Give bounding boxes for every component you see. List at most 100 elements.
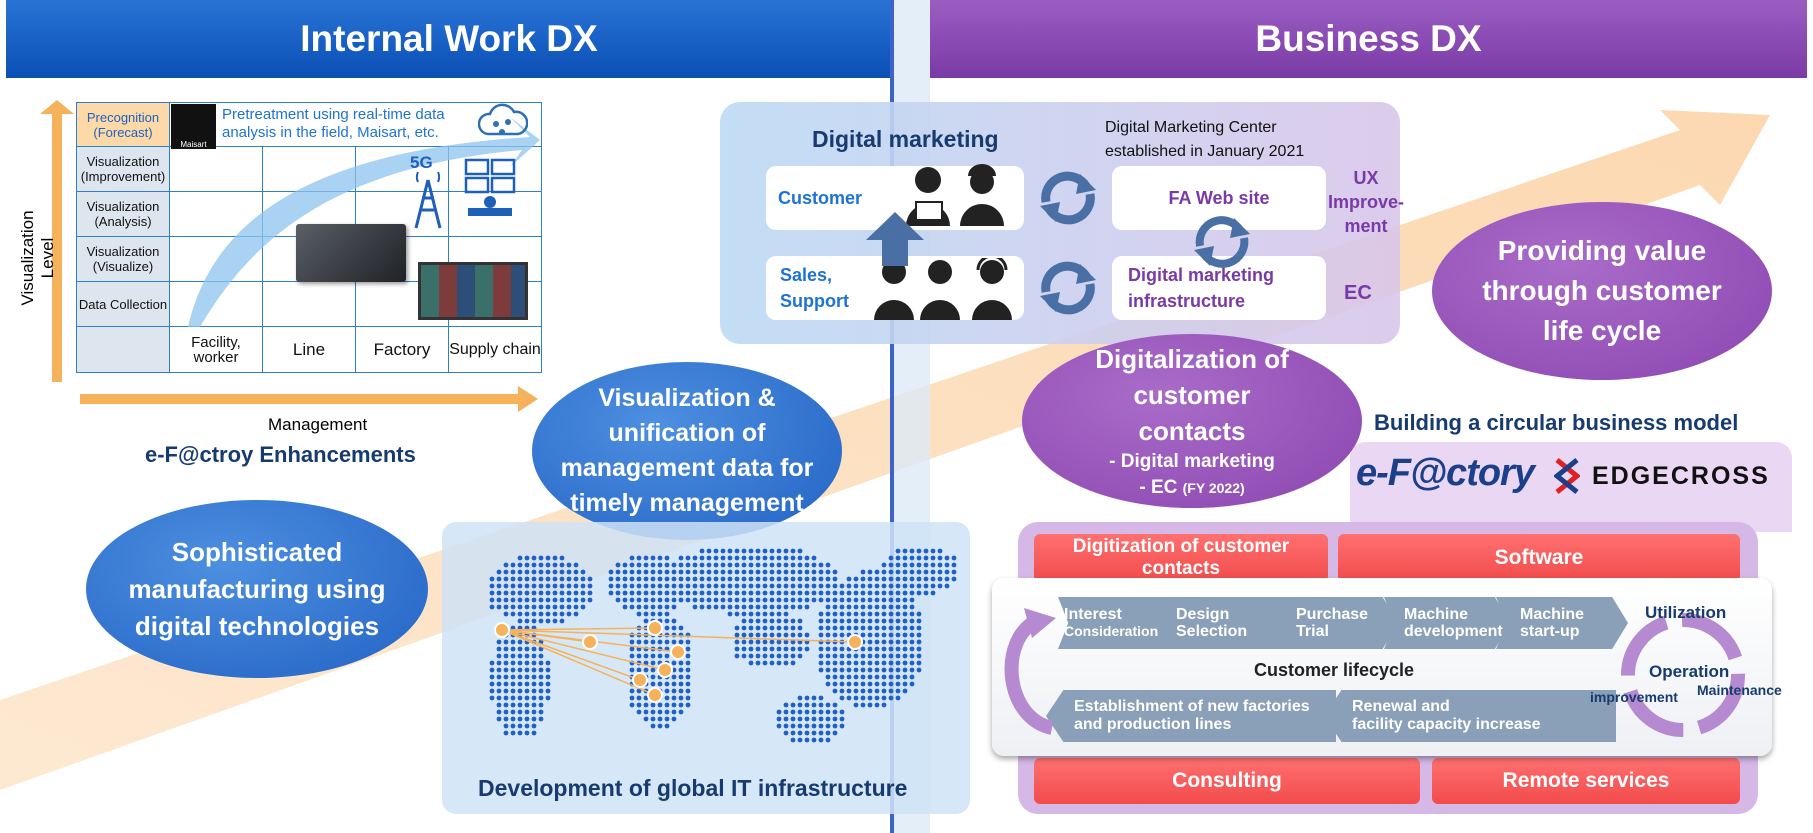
col-supply-chain: Supply chain: [448, 326, 542, 373]
map-dot: [643, 702, 649, 708]
map-dot: [643, 611, 649, 617]
map-dot: [706, 548, 712, 554]
map-dot: [783, 590, 789, 596]
map-dot: [902, 555, 908, 561]
map-dot: [496, 653, 502, 659]
map-dot: [769, 625, 775, 631]
map-dot: [909, 625, 915, 631]
map-dot: [664, 611, 670, 617]
row-visualization-visualize: Visualization (Visualize): [76, 236, 170, 282]
map-dot: [804, 702, 810, 708]
map-dot: [790, 702, 796, 708]
header-title-left: Internal Work DX: [300, 18, 598, 59]
map-dot: [671, 590, 677, 596]
map-dot: [657, 604, 663, 610]
map-dot: [804, 709, 810, 715]
map-dot: [790, 625, 796, 631]
network-link: [501, 627, 656, 631]
map-dot: [573, 562, 579, 568]
map-dot: [755, 562, 761, 568]
map-dot: [895, 688, 901, 694]
map-dot: [853, 695, 859, 701]
map-dot: [706, 569, 712, 575]
map-dot: [538, 653, 544, 659]
map-dot: [713, 597, 719, 603]
map-dot: [503, 653, 509, 659]
map-dot: [888, 604, 894, 610]
map-dot: [867, 625, 873, 631]
map-dot: [902, 660, 908, 666]
cloud-network-icon: [477, 102, 529, 142]
map-dot: [531, 618, 537, 624]
map-dot: [678, 583, 684, 589]
map-dot: [650, 590, 656, 596]
map-dot: [517, 681, 523, 687]
map-dot: [713, 555, 719, 561]
map-dot: [713, 569, 719, 575]
map-dot: [664, 681, 670, 687]
customer-people-icon: [906, 164, 1004, 226]
map-dot: [636, 653, 642, 659]
map-dot: [510, 590, 516, 596]
lifecycle-return-arrow-icon: [1004, 608, 1056, 735]
map-dot: [888, 632, 894, 638]
map-dot: [671, 695, 677, 701]
map-dot: [923, 583, 929, 589]
map-dot: [874, 674, 880, 680]
map-dot: [874, 688, 880, 694]
map-dot: [811, 583, 817, 589]
edgecross-logo: EDGECROSS: [1592, 462, 1770, 490]
map-dot: [790, 716, 796, 722]
map-dot: [895, 583, 901, 589]
map-dot: [664, 562, 670, 568]
map-dot: [944, 576, 950, 582]
map-dot: [496, 695, 502, 701]
map-dot: [615, 590, 621, 596]
map-dot: [489, 590, 495, 596]
map-dot: [832, 688, 838, 694]
map-dot: [608, 590, 614, 596]
map-dot: [741, 604, 747, 610]
map-dot: [496, 590, 502, 596]
map-dot: [643, 660, 649, 666]
map-dot: [643, 555, 649, 561]
network-hub: [670, 644, 686, 660]
map-dot: [783, 716, 789, 722]
map-dot: [783, 569, 789, 575]
providing-value-oval: Providing value through customer life cy…: [1432, 202, 1772, 380]
map-dot: [839, 716, 845, 722]
map-dot: [860, 576, 866, 582]
map-dot: [874, 583, 880, 589]
map-dot: [895, 590, 901, 596]
map-dot: [510, 562, 516, 568]
map-dot: [825, 611, 831, 617]
map-dot: [881, 583, 887, 589]
map-dot: [797, 702, 803, 708]
map-dot: [622, 604, 628, 610]
map-dot: [685, 555, 691, 561]
map-dot: [671, 674, 677, 680]
map-dot: [755, 653, 761, 659]
map-dot: [636, 597, 642, 603]
map-dot: [545, 618, 551, 624]
map-dot: [545, 562, 551, 568]
map-dot: [727, 611, 733, 617]
map-dot: [699, 597, 705, 603]
map-dot: [692, 597, 698, 603]
map-dot: [664, 569, 670, 575]
map-dot: [650, 660, 656, 666]
map-dot: [517, 611, 523, 617]
map-dot: [818, 716, 824, 722]
tab-digitization-text: Digitization of customer contacts: [1072, 536, 1290, 579]
map-dot: [895, 667, 901, 673]
map-dot: [510, 723, 516, 729]
map-dot: [706, 604, 712, 610]
map-dot: [776, 660, 782, 666]
map-dot: [895, 597, 901, 603]
map-dot: [748, 604, 754, 610]
map-dot: [902, 639, 908, 645]
map-dot: [937, 555, 943, 561]
map-dot: [853, 688, 859, 694]
map-dot: [811, 562, 817, 568]
fa-web-site-label: FA Web site: [1168, 187, 1270, 208]
